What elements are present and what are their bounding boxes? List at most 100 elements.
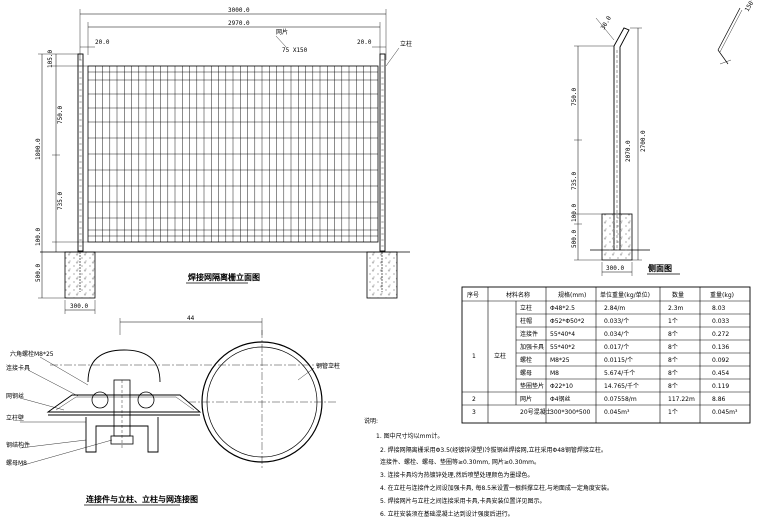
dim-height: 1800.0 (35, 138, 42, 160)
note-1: 1. 图中尺寸均以mm计。 (376, 432, 443, 440)
td-name: 网片 (520, 395, 532, 403)
dim-footing-width: 300.0 (70, 303, 88, 310)
th-spec: 规格(mm) (558, 291, 586, 299)
td-spec: 55*40*4 (550, 331, 575, 338)
td-weight: 0.119 (712, 383, 729, 390)
td-qty: 8个 (668, 344, 678, 351)
label-pipe: 钢管立柱 (316, 362, 340, 370)
td-qty: 8个 (668, 370, 678, 377)
material-table (461, 286, 751, 424)
detail-view (19, 318, 340, 506)
dim-upper: 750.0 (57, 106, 64, 124)
td-unit-weight: 0.033/个 (604, 318, 629, 325)
th-no: 序号 (467, 291, 479, 299)
td-spec: M8 (550, 370, 559, 377)
td-qty: 8个 (668, 331, 678, 338)
td-qty: 8个 (668, 383, 678, 390)
td-spec: M8*25 (550, 357, 570, 364)
label-post: 立柱 (400, 40, 412, 48)
dim-foundation: 500.0 (35, 264, 42, 282)
td-weight: 0.092 (712, 357, 729, 364)
td-qty: 117.22m (668, 396, 695, 403)
td-spec: Φ52*Φ50*2 (550, 318, 585, 325)
side-dim-foundation: 500.0 (571, 230, 578, 248)
notes: 说明: 1. 图中尺寸均以mm计。 2. 焊接网隔离栅采用Φ3.5(经镀锌浸塑)… (364, 417, 613, 518)
th-qty: 数量 (672, 291, 684, 299)
side-view-title: 侧面图 (648, 263, 672, 273)
td-unit-weight: 0.045m³ (604, 409, 630, 416)
side-view (574, 7, 743, 276)
td-name: 连接件 (520, 330, 538, 338)
td-unit-weight: 0.0115/个 (604, 357, 633, 364)
td-name: 螺栓 (520, 356, 532, 364)
td-weight: 0.454 (712, 370, 729, 377)
td-name: 垫圈垫片 (520, 382, 544, 390)
td-spec: 300*300*500 (550, 409, 591, 416)
label-saddle: 连接卡具 (6, 364, 30, 372)
th-unit-weight: 单位重量(kg/单位) (600, 291, 650, 299)
td-spec: Φ22*10 (550, 383, 573, 390)
side-dim-angle: 150° (744, 0, 757, 13)
td-weight: 8.86 (712, 396, 726, 403)
note-4: 4. 在立柱与连接件之间设加强卡具, 每8.5米设置一根斜撑立柱,与地面成一定角… (380, 484, 613, 492)
label-post-wall: 立柱壁 (6, 414, 24, 422)
label-mesh-size: 75 X150 (282, 47, 308, 54)
label-clamp: 钢结构件 (6, 441, 30, 449)
td-weight: 0.272 (712, 331, 729, 338)
dim-lower: 735.0 (57, 192, 64, 210)
side-dim-upper: 750.0 (571, 88, 578, 106)
td-unit-weight: 14.765/千个 (604, 382, 639, 390)
front-view (38, 9, 410, 314)
td-qty: 1个 (668, 409, 678, 416)
td-qty: 1个 (668, 318, 678, 325)
dim-left-gap: 20.0 (95, 39, 110, 46)
label-mesh: 网片 (276, 28, 288, 36)
td-unit-weight: 0.07558/m (604, 396, 637, 403)
td-weight: 0.033 (712, 318, 729, 325)
note-2b: 连接件、螺栓、螺母、垫圈等≥0.30mm, 网片≥0.30mm。 (380, 458, 540, 466)
side-dim-mid: 2070.0 (625, 140, 632, 162)
side-dim-total: 2700.0 (640, 130, 647, 152)
td-unit-weight: 0.034/个 (604, 331, 629, 338)
td-spec: 55*40*2 (550, 344, 575, 351)
td-weight: 8.03 (712, 305, 726, 312)
side-dim-bottom: 100.0 (571, 204, 578, 222)
label-mesh-wire: 网钢丝 (6, 392, 24, 400)
td-name: 加强卡具 (520, 343, 544, 351)
note-2: 2. 焊接网隔离栅采用Φ3.5(经镀锌浸塑)冷拔钢丝焊接网,立柱采用Φ48钢管焊… (380, 446, 607, 454)
front-view-title: 焊接网隔离栅立面图 (188, 272, 260, 282)
td-no: 2 (472, 396, 476, 403)
dim-mesh-width: 2970.0 (228, 20, 250, 27)
dim-bottom: 100.0 (35, 228, 42, 246)
label-nut: 螺母M8 (6, 459, 27, 467)
note-6: 6. 立柱安装须在基础混凝土达到设计强度后进行。 (380, 510, 514, 518)
td-group: 立柱 (494, 352, 506, 360)
dim-right-gap: 20.0 (357, 39, 372, 46)
note-3: 3. 连接卡具均为热镀锌处理,然后喷塑处理颜色为墨绿色。 (380, 471, 534, 479)
td-name: 柱帽 (520, 317, 532, 325)
td-name: 立柱 (520, 304, 532, 312)
td-unit-weight: 2.84/m (604, 305, 625, 312)
note-5: 5. 焊接网片与立柱之间连接采用卡具,卡具安装位置详见图示。 (380, 497, 546, 505)
th-material: 材料名称 (506, 291, 530, 299)
td-unit-weight: 5.674/千个 (604, 369, 635, 377)
td-name: 20号混凝土 (520, 408, 552, 416)
dim-top: 105.0 (47, 50, 54, 68)
th-weight: 重量(kg) (710, 291, 734, 299)
td-no: 3 (472, 409, 476, 416)
notes-heading: 说明: (364, 417, 378, 425)
td-no: 1 (472, 353, 476, 360)
td-weight: 0.045m³ (712, 409, 738, 416)
td-name: 螺母 (520, 369, 532, 377)
dim-total-width: 3000.0 (228, 7, 250, 14)
td-weight: 0.136 (712, 344, 729, 351)
side-dim-top-left: 30.0 (600, 15, 613, 31)
td-spec: Φ48*2.5 (550, 305, 575, 312)
detail-title: 连接件与立柱、立柱与网连接图 (86, 494, 198, 504)
side-dim-footing: 300.0 (606, 265, 624, 272)
td-qty: 8个 (668, 357, 678, 364)
side-dim-lower: 735.0 (571, 172, 578, 190)
detail-dim-width: 44 (187, 315, 195, 322)
